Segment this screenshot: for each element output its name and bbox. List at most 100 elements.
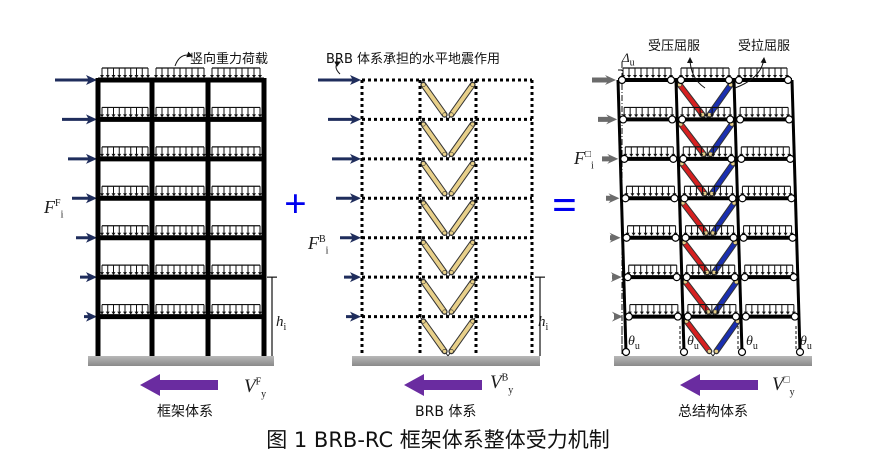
tension-brace-core	[714, 319, 740, 354]
gravity-load-arrowhead	[184, 232, 188, 236]
gravity-load-arrowhead	[757, 153, 762, 157]
gravity-load-arrowhead	[696, 272, 701, 276]
ground	[352, 356, 540, 366]
gravity-load-arrowhead	[780, 114, 785, 118]
gravity-load-arrowhead	[128, 311, 133, 315]
gravity-load-arrowhead	[692, 114, 697, 118]
beam-plastic-hinge	[786, 154, 795, 163]
lateral-force-arrow	[598, 114, 618, 125]
lateral-force-arrow	[318, 75, 361, 85]
beam-plastic-hinge	[790, 312, 799, 321]
gravity-load-arrowhead	[721, 75, 725, 78]
gravity-load-arrowhead	[228, 311, 232, 315]
gravity-load-arrowhead	[216, 75, 220, 78]
rotation-symbol-1: θu	[628, 334, 640, 352]
gravity-load-arrowhead	[166, 272, 170, 276]
gravity-load-arrowhead	[658, 114, 663, 118]
gravity-load-arrowhead	[111, 114, 116, 118]
gravity-load-arrowhead	[160, 232, 164, 236]
gravity-load-arrowhead	[190, 75, 194, 78]
gravity-load-arrowhead	[657, 75, 661, 78]
gravity-load-arrowhead	[635, 153, 640, 157]
gravity-load-arrowhead	[654, 193, 659, 197]
gravity-load-arrowhead	[693, 153, 698, 157]
gravity-load-arrowhead	[228, 114, 232, 118]
gravity-load-arrowhead	[644, 272, 649, 276]
gravity-load-arrowhead	[246, 272, 250, 276]
gravity-load-arrowhead	[748, 272, 753, 276]
beam-plastic-hinge	[683, 312, 692, 321]
gravity-load-arrowhead	[160, 193, 164, 197]
gravity-load-arrowhead	[128, 75, 133, 78]
gravity-load-arrowhead	[100, 193, 104, 197]
brb-brace-right-end	[470, 279, 475, 285]
gravity-load-arrowhead	[240, 272, 244, 276]
brb-brace-left-end	[442, 151, 447, 157]
gravity-load-arrowhead	[146, 75, 150, 78]
brb-brace-right-core	[449, 240, 475, 275]
gravity-load-arrowhead	[100, 311, 104, 315]
gravity-load-arrowhead	[196, 114, 200, 118]
gravity-load-arrowhead	[777, 232, 782, 236]
gravity-load-arrowhead	[184, 193, 188, 197]
beam-plastic-hinge	[740, 273, 749, 282]
brb-brace-right-end	[470, 319, 475, 324]
gravity-load-arrowhead	[715, 75, 719, 78]
brb-brace-right-end	[449, 191, 454, 196]
gravity-load-arrowhead	[154, 272, 158, 276]
brb-brace-right-end	[449, 112, 454, 117]
gravity-load-arrowhead	[645, 75, 649, 78]
gravity-load-arrowhead	[649, 232, 654, 236]
gravity-load-arrowhead	[783, 232, 788, 236]
lateral-force-arrow	[611, 311, 623, 322]
gravity-load-arrowhead	[705, 153, 710, 157]
gravity-load-arrowhead	[721, 311, 726, 315]
gravity-load-arrowhead	[758, 193, 763, 197]
gravity-load-arrowhead	[747, 232, 752, 236]
gravity-load-arrowhead	[210, 272, 214, 276]
tension-yield-pointer	[734, 57, 767, 89]
gravity-load-arrowhead	[178, 193, 182, 197]
equals-operator: =	[552, 181, 578, 230]
brb-brace-left-core	[421, 201, 447, 235]
gravity-load-arrowhead	[641, 153, 646, 157]
beam-plastic-hinge	[622, 233, 631, 242]
gravity-load-arrowhead	[258, 193, 262, 197]
gravity-load-arrowhead	[718, 193, 723, 197]
beam-plastic-hinge	[668, 115, 677, 124]
gravity-load-arrowhead	[146, 311, 150, 315]
gravity-load-arrowhead	[105, 153, 110, 157]
gravity-load-arrowhead	[655, 232, 660, 236]
gravity-load-arrowhead	[669, 311, 674, 315]
total-system-panel	[592, 57, 812, 366]
gravity-load-arrowhead	[196, 193, 200, 197]
lateral-force-arrow	[610, 272, 622, 283]
beam-plastic-hinge	[620, 154, 629, 163]
gravity-load-arrowhead	[246, 114, 250, 118]
gravity-load-arrowhead	[154, 153, 158, 157]
gravity-load-arrowhead	[105, 272, 110, 276]
brb-brace-left-end	[442, 270, 447, 275]
gravity-load-arrowhead	[240, 232, 244, 236]
gravity-load-arrowhead	[698, 114, 703, 118]
gravity-load-arrowhead	[146, 153, 150, 157]
gravity-load-arrowhead	[140, 153, 145, 157]
gravity-load-arrowhead	[640, 114, 645, 118]
gravity-load-arrowhead	[222, 232, 226, 236]
gravity-load-arrowhead	[178, 153, 182, 157]
gravity-load-arrowhead	[222, 311, 226, 315]
gravity-load-arrowhead	[234, 272, 238, 276]
gravity-load-arrowhead	[246, 232, 250, 236]
gravity-load-arrowhead	[711, 153, 716, 157]
gravity-load-arrowhead	[662, 272, 667, 276]
gravity-load-arrowhead	[246, 75, 250, 78]
gravity-load-arrowhead	[190, 311, 194, 315]
gravity-load-arrowhead	[252, 114, 256, 118]
gravity-load-arrowhead	[703, 75, 707, 78]
gravity-load-arrowhead	[210, 232, 214, 236]
gravity-load-arrowhead	[140, 232, 145, 236]
base-plastic-hinge	[737, 347, 747, 357]
gravity-load-arrowhead	[258, 75, 262, 78]
gravity-load-arrowhead	[707, 232, 712, 236]
gravity-load-arrowhead	[146, 114, 150, 118]
